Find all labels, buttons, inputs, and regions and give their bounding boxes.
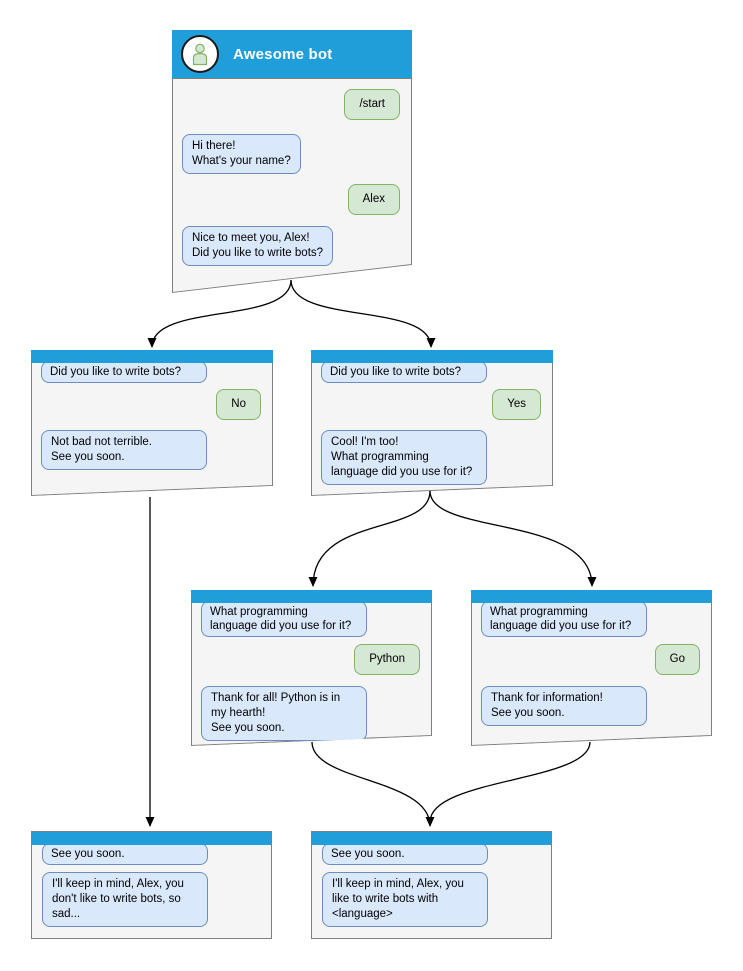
edge-yes-to-go [429, 490, 597, 587]
person-icon [192, 43, 208, 66]
edge-yes-to-python [308, 490, 431, 587]
user-message-yes: Yes [492, 389, 541, 420]
bot-avatar [181, 35, 219, 73]
edge-go-to-end [429, 741, 591, 823]
bot-message-question: Nice to meet you, Alex! Did you like to … [182, 226, 334, 266]
context-bubble: What programming language did you use fo… [481, 601, 647, 637]
chat-window-branch-no[interactable]: Did you like to write bots? No Not bad n… [31, 350, 273, 496]
window-titlebar [31, 350, 273, 363]
user-message-go: Go [654, 644, 700, 675]
bot-message-reply: Not bad not terrible. See you soon. [41, 430, 207, 470]
chat-window-end-no[interactable]: See you soon. I'll keep in mind, Alex, y… [31, 831, 272, 939]
bot-message-greeting: Hi there! What's your name? [182, 134, 301, 174]
user-message-name: Alex [347, 184, 400, 215]
bot-message-farewell: I'll keep in mind, Alex, you don't like … [42, 872, 208, 927]
window-titlebar [471, 590, 712, 603]
context-bubble: Did you like to write bots? [321, 361, 487, 383]
user-message-start: /start [344, 89, 400, 120]
edge-python-to-end [311, 741, 435, 827]
chat-window-branch-yes[interactable]: Did you like to write bots? Yes Cool! I'… [311, 350, 553, 496]
bot-message-reply: Thank for information! See you soon. [481, 686, 647, 726]
user-message-python: Python [354, 644, 420, 675]
window-titlebar [191, 590, 432, 603]
context-bubble: See you soon. [42, 843, 208, 865]
context-bubble: See you soon. [322, 843, 488, 865]
context-bubble: Did you like to write bots? [41, 361, 207, 383]
bot-message-reply: Thank for all! Python is in my hearth! S… [201, 686, 367, 741]
chat-window-root[interactable]: Awesome bot /start Hi there! What's your… [172, 30, 412, 293]
bot-message-reply: Cool! I'm too! What programming language… [321, 430, 487, 485]
context-bubble: What programming language did you use fo… [201, 601, 367, 637]
window-titlebar [312, 832, 551, 845]
edge-root-to-yes [290, 279, 436, 348]
window-titlebar [32, 832, 271, 845]
window-title: Awesome bot [233, 45, 333, 63]
bot-message-farewell: I'll keep in mind, Alex, you like to wri… [322, 872, 488, 927]
chat-window-branch-go[interactable]: What programming language did you use fo… [471, 590, 712, 746]
window-titlebar: Awesome bot [172, 30, 412, 79]
window-titlebar [311, 350, 553, 363]
chat-window-branch-python[interactable]: What programming language did you use fo… [191, 590, 432, 746]
user-message-no: No [216, 389, 261, 420]
chat-window-end-yes[interactable]: See you soon. I'll keep in mind, Alex, y… [311, 831, 552, 939]
